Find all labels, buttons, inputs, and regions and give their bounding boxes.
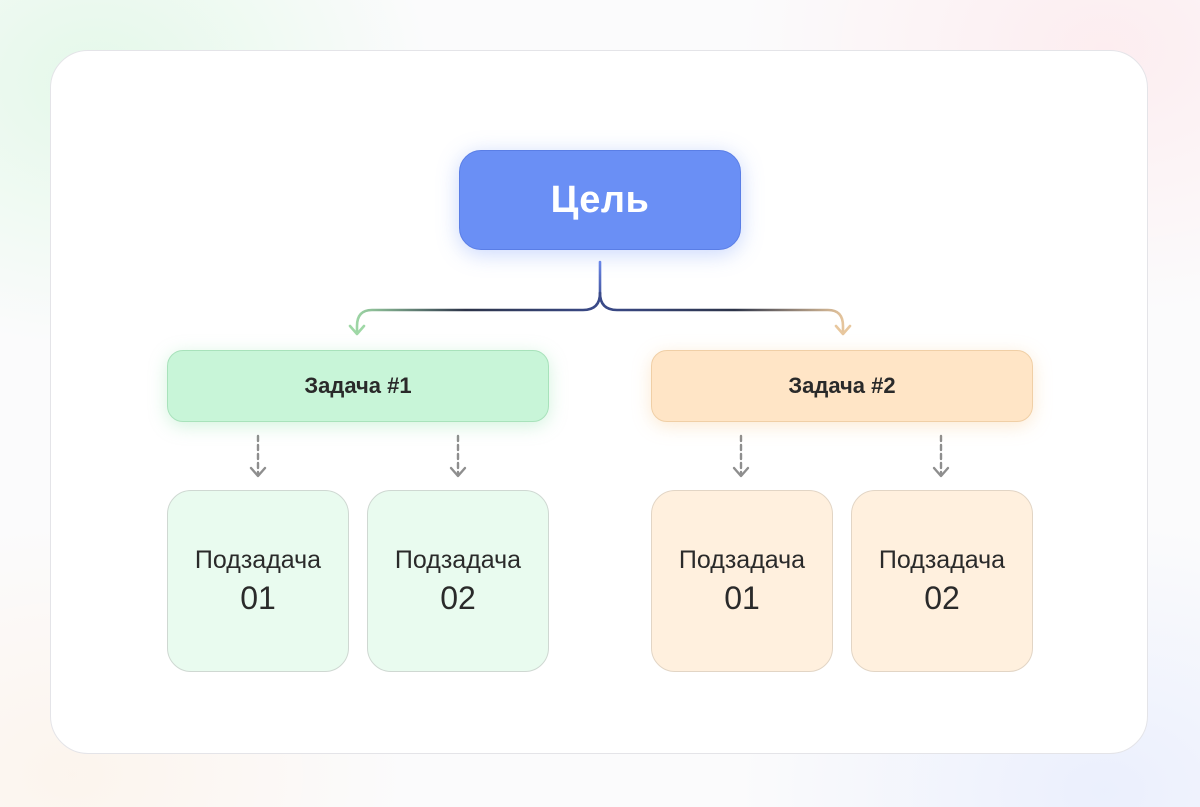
branch-line-task-1 [355,291,602,335]
subtask-node-1-1: Подзадача 01 [167,490,349,672]
arrowhead-task-1 [348,324,366,336]
subtask-number: 01 [724,580,760,616]
arrowhead-task-2 [834,324,852,336]
subtask-node-1-2: Подзадача 02 [367,490,549,672]
subtask-name: Подзадача [394,546,522,574]
subtask-number: 01 [240,580,276,616]
dashed-arrow-task1-sub2 [449,434,467,478]
subtask-number: 02 [924,580,960,616]
goal-node: Цель [459,150,741,250]
subtask-name: Подзадача [678,546,806,574]
subtask-node-2-1: Подзадача 01 [651,490,833,672]
task-node-2: Задача #2 [651,350,1033,422]
task-node-1: Задача #1 [167,350,549,422]
subtask-name: Подзадача [194,546,322,574]
dashed-arrow-task2-sub1 [732,434,750,478]
branch-line-task-2 [598,291,845,335]
subtask-node-2-2: Подзадача 02 [851,490,1033,672]
goal-label: Цель [550,178,650,221]
subtask-number: 02 [440,580,476,616]
dashed-arrow-task1-sub1 [249,434,267,478]
task-label: Задача #2 [788,373,896,398]
task-label: Задача #1 [304,373,412,398]
subtask-name: Подзадача [878,546,1006,574]
dashed-arrow-task2-sub2 [932,434,950,478]
